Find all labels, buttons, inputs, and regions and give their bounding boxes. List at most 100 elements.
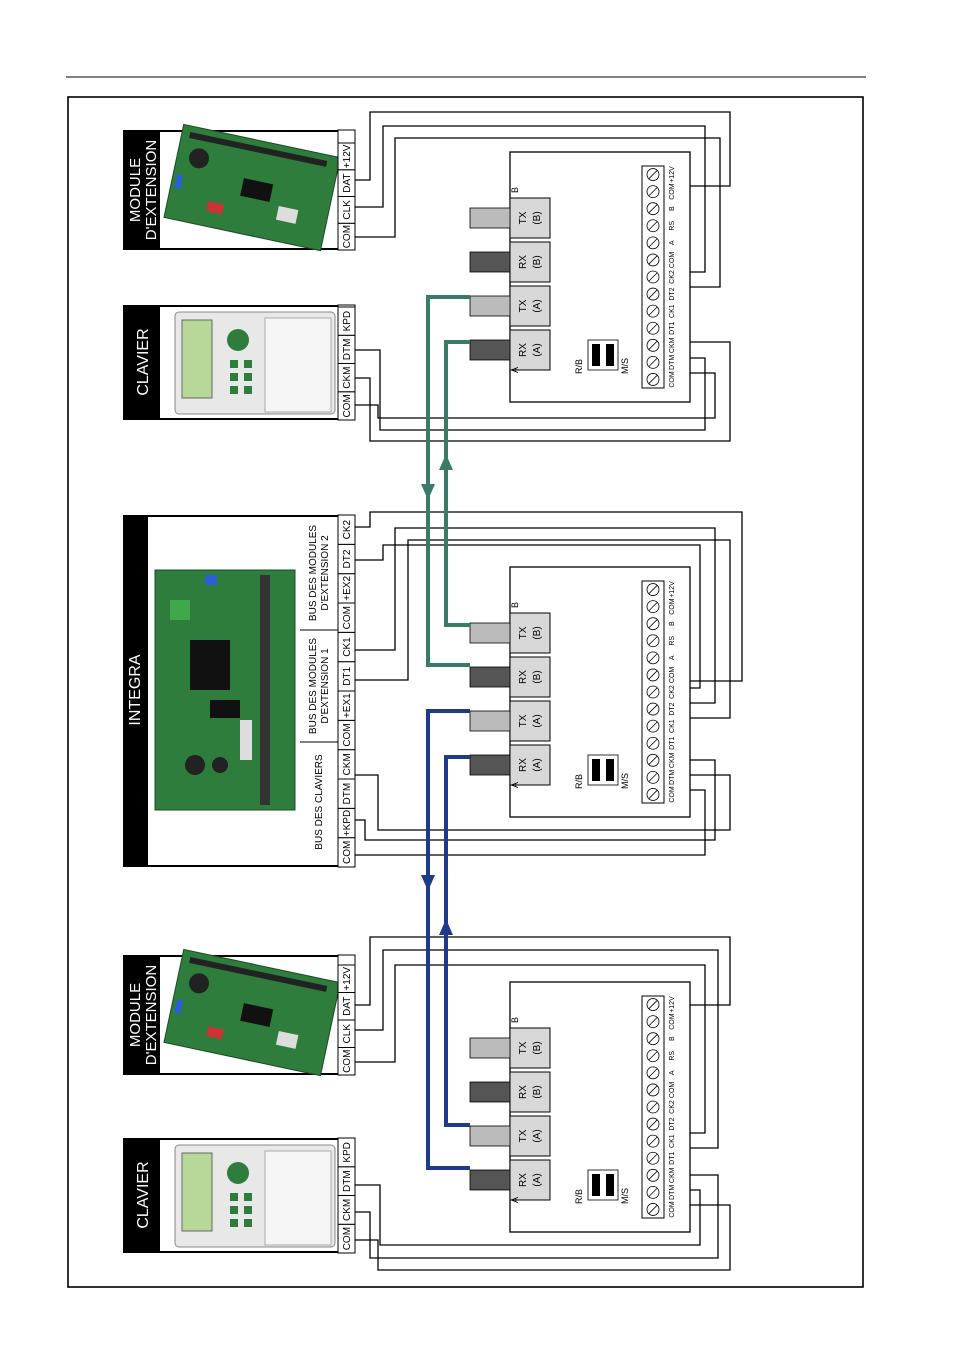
expander-title-line1: MODULE <box>127 158 144 222</box>
expander-module-top: MODULE D'EXTENSION <box>123 123 356 252</box>
terminal-label: DT1 <box>669 322 676 335</box>
integra-terminal-cell <box>337 514 356 545</box>
expander-title-line2: D'EXTENSION <box>143 140 160 240</box>
keypad-device-photo <box>174 311 336 415</box>
screw-slot <box>648 1205 658 1214</box>
screw-slot <box>648 170 658 179</box>
expander-terminal-label: CLK <box>342 200 353 220</box>
bus-label-ext1-line1: BUS DES MODULES <box>308 638 319 734</box>
port-label-type: RX <box>518 255 529 269</box>
terminal-label: COM <box>669 183 676 200</box>
terminal-label: A <box>669 1070 676 1075</box>
fiber-port <box>509 700 551 742</box>
keypad-terminal-cell <box>337 1137 356 1168</box>
terminal-label: CK1 <box>669 719 676 733</box>
jumper-label-rb: R/B <box>574 1189 584 1204</box>
screw-slot <box>648 221 658 231</box>
terminal-label: B <box>669 621 676 626</box>
integra-title: INTEGRA <box>127 654 144 725</box>
expander-terminal-label: DAT <box>342 173 353 192</box>
port-label-channel: (B) <box>532 255 543 268</box>
integra-terminal-label: CK1 <box>342 637 353 657</box>
screw-slot <box>648 272 658 282</box>
screw-slot <box>648 323 658 333</box>
terminal-label: A <box>669 240 676 245</box>
side-b-label: B <box>510 187 520 193</box>
keypad-title-top: CLAVIER <box>135 328 152 395</box>
port-label-type: TX <box>518 299 529 312</box>
fiber-connector <box>469 754 511 776</box>
terminal-label: DT2 <box>669 1117 676 1130</box>
fiber-connector <box>469 1169 511 1191</box>
screw-slot <box>648 636 658 646</box>
keypad-panel-bottom: CLAVIER <box>123 1137 356 1254</box>
screw-slot <box>648 1136 658 1146</box>
screw-slot <box>648 602 658 611</box>
screw-slot <box>648 1102 658 1112</box>
fiber-connector <box>469 207 511 229</box>
port-label-channel: (B) <box>532 1085 543 1098</box>
jumper-cap <box>592 759 600 781</box>
port-label-type: TX <box>518 626 529 639</box>
integra-terminal-label: DT1 <box>342 666 353 685</box>
port-label-channel: (B) <box>532 211 543 224</box>
screw-slot <box>648 687 658 697</box>
fiber-connector <box>469 622 511 644</box>
expander-terminal-label: COM <box>342 1050 353 1073</box>
jumper-label-ms: M/S <box>620 358 630 374</box>
expander-terminal-label: +12V <box>342 967 353 991</box>
keypad-terminal-label: COM <box>342 1227 353 1250</box>
fiber-port <box>509 612 551 654</box>
fiber-port <box>509 329 551 371</box>
screw-slot <box>648 1000 658 1009</box>
terminal-label: CK2 <box>669 270 676 284</box>
integra-terminal-label: COM <box>342 606 353 629</box>
side-a-label: A <box>510 367 520 373</box>
screw-slot <box>648 1051 658 1061</box>
port-label-channel: (A) <box>532 1129 543 1142</box>
screw-slot <box>648 341 658 350</box>
terminal-label: COM <box>669 598 676 615</box>
integra-terminal-label: DTM <box>342 783 353 805</box>
screw-slot <box>648 1034 658 1043</box>
screw-slot <box>648 738 658 748</box>
screw-slot <box>648 756 658 765</box>
screw-slot <box>648 358 658 367</box>
screw-slot <box>648 790 658 799</box>
bus-wiring <box>355 111 743 1271</box>
keypad-device-photo <box>174 1144 336 1248</box>
fiber-connector <box>469 1081 511 1103</box>
integra-terminal-label: CK2 <box>342 520 353 540</box>
terminal-label: COM <box>669 1082 676 1099</box>
integra-board-photo <box>154 569 296 811</box>
port-label-type: TX <box>518 714 529 727</box>
screw-slot <box>648 1085 658 1095</box>
port-label-type: TX <box>518 1041 529 1054</box>
terminal-label: DTM <box>669 355 676 370</box>
terminal-label: COM <box>669 667 676 684</box>
bus-label-ext2-line1: BUS DES MODULES <box>308 525 319 621</box>
jumper-label-rb: R/B <box>574 774 584 789</box>
port-label-channel: (B) <box>532 670 543 683</box>
fiber-port <box>509 1159 551 1201</box>
fiber-port <box>509 1027 551 1069</box>
terminal-label: B <box>669 206 676 211</box>
integra-terminal-label: +EX2 <box>342 576 353 601</box>
port-label-type: RX <box>518 1085 529 1099</box>
screw-slot <box>648 653 658 663</box>
fiber-connector <box>469 339 511 361</box>
port-label-channel: (A) <box>532 758 543 771</box>
port-label-type: RX <box>518 670 529 684</box>
integra-terminal-label: COM <box>342 841 353 864</box>
jumper-cap <box>606 1174 614 1196</box>
terminal-label: COM <box>669 1013 676 1030</box>
jumper-cap <box>606 344 614 366</box>
expander-terminal-cell <box>337 964 356 993</box>
screw-slot <box>648 204 658 213</box>
port-label-channel: (A) <box>532 343 543 356</box>
